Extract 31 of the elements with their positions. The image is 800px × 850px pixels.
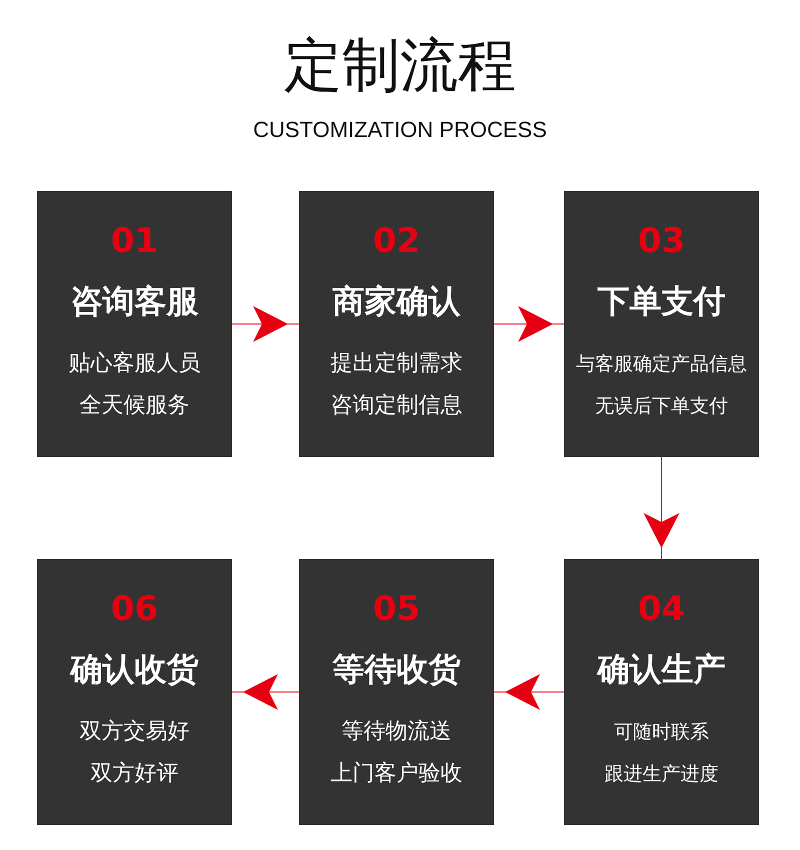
- step-description: 可随时联系跟进生产进度: [604, 720, 720, 787]
- step-description: 双方交易好双方好评: [78, 718, 190, 788]
- subtitle: CUSTOMIZATION PROCESS: [252, 116, 548, 144]
- step-box: [564, 191, 759, 457]
- step-description: 等待物流送上门客户验收: [330, 718, 464, 788]
- chevron-arrow: [232, 306, 300, 342]
- step-number: 03: [636, 221, 686, 261]
- step-heading: 下单支付: [596, 281, 726, 322]
- step-box: [564, 559, 759, 825]
- step-heading: 确认收货: [68, 649, 200, 690]
- chevron-arrow: [232, 674, 300, 710]
- step-box: [37, 191, 232, 457]
- step-heading: 确认生产: [596, 649, 726, 690]
- step-heading: 商家确认: [332, 281, 462, 322]
- step-box: [299, 191, 494, 457]
- step-heading: 咨询客服: [70, 281, 200, 322]
- title: 定制流程: [283, 30, 517, 100]
- step-number: 05: [372, 589, 422, 629]
- step-number: 02: [372, 221, 422, 261]
- chevron-arrow: [644, 456, 680, 560]
- step-box: [299, 559, 494, 825]
- chevron-arrow: [494, 306, 564, 342]
- step-heading: 等待收货: [332, 649, 462, 690]
- step-description: 贴心客服人员全天候服务: [68, 350, 202, 420]
- step-number: 01: [110, 221, 160, 261]
- step-number: 06: [110, 589, 160, 629]
- step-description: 提出定制需求咨询定制信息: [330, 350, 464, 420]
- step-description: 与客服确定产品信息无误后下单支付: [575, 352, 748, 419]
- step-number: 04: [636, 589, 686, 629]
- chevron-arrow: [494, 674, 564, 710]
- step-box: [37, 559, 232, 825]
